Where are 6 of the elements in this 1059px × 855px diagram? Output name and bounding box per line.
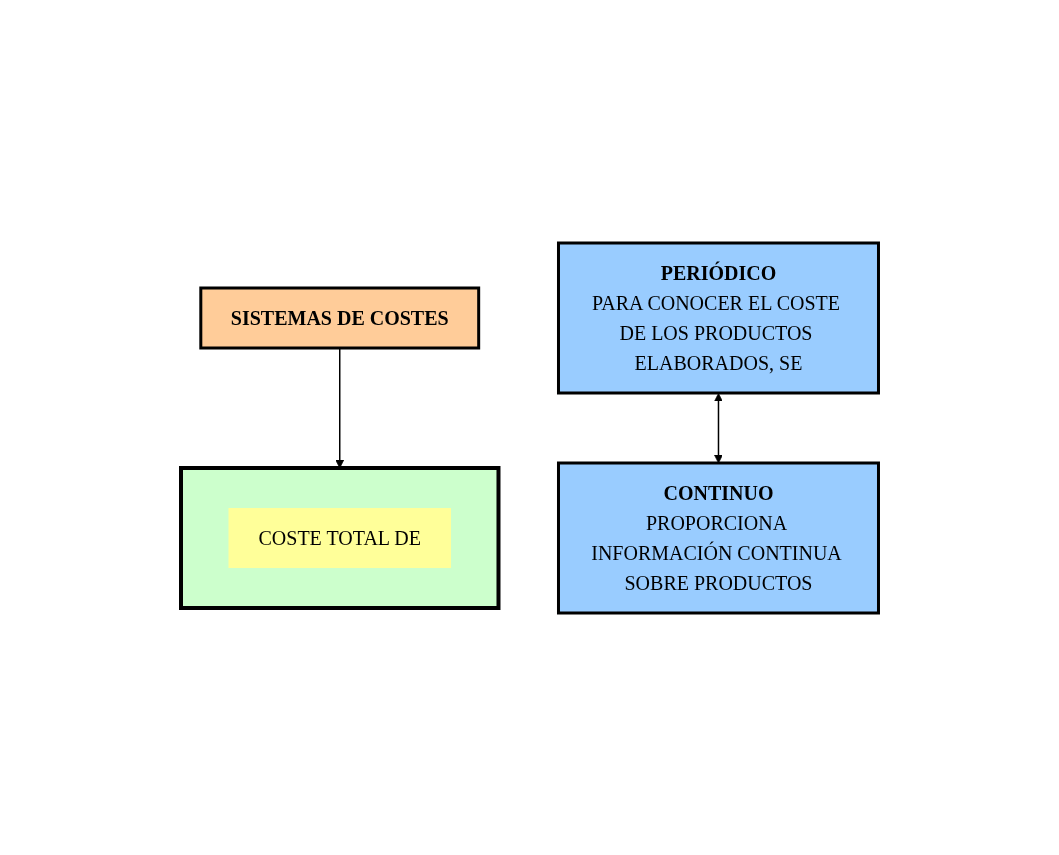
node-box: CONTINUO PROPORCIONA INFORMACIÓN CONTINUA SOBRE PRODUCTOS xyxy=(556,461,880,614)
node-box: COSTE TOTAL DE xyxy=(228,507,451,568)
cluster xyxy=(178,465,501,610)
arrow xyxy=(713,392,723,463)
node-box: SISTEMAS DE COSTES xyxy=(199,286,480,349)
node-box: PERIÓDICO PARA CONOCER EL COSTE DE LOS PRODUCTOS ELABORADOS, SE xyxy=(556,241,880,394)
